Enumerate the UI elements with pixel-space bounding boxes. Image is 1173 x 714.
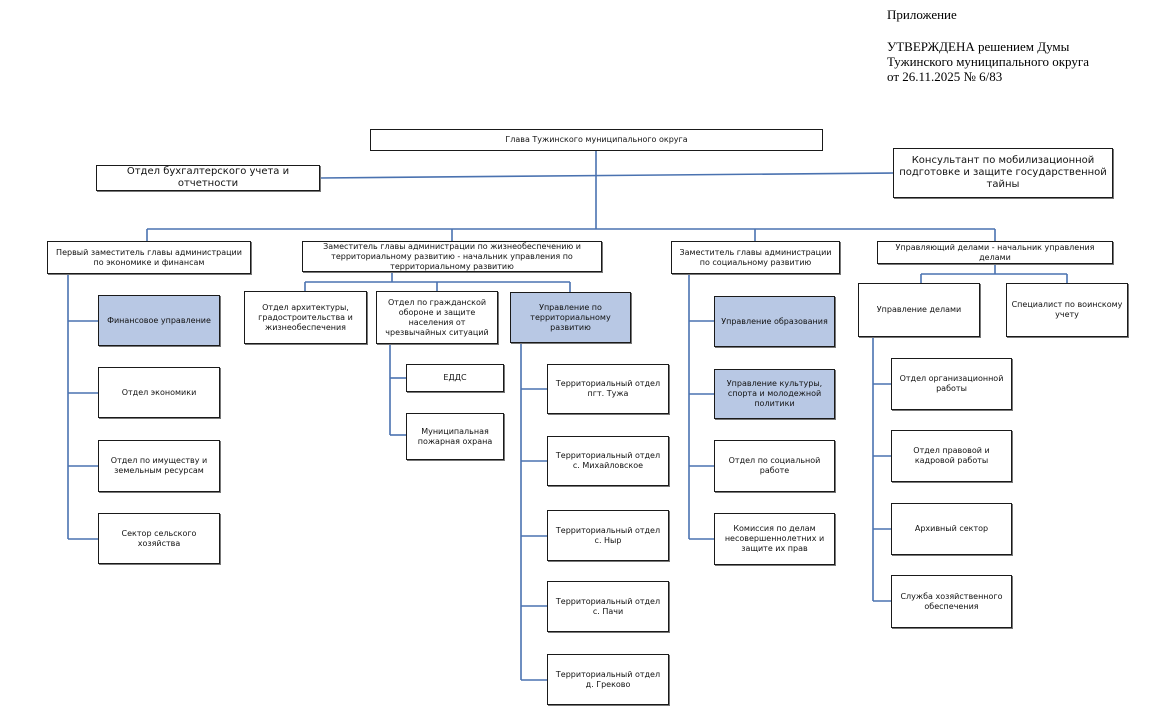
finance-department-box: Финансовое управление — [98, 295, 220, 346]
approval-line-1: УТВЕРЖДЕНА решением Думы — [887, 39, 1070, 54]
affairs-administration-box: Управление делами — [858, 283, 980, 337]
organizational-work-department-box: Отдел организационной работы — [891, 358, 1012, 410]
territorial-office-grekovo-box: Территориальный отдел д. Греково — [547, 654, 669, 705]
architecture-department-box: Отдел архитектуры, градостроительства и … — [244, 291, 367, 344]
civil-defense-department-box: Отдел по гражданской обороне и защите на… — [376, 291, 498, 344]
head-box: Глава Тужинского муниципального округа — [370, 129, 823, 151]
territorial-office-mikhaylovskoe-box: Территориальный отдел с. Михайловское — [547, 436, 669, 486]
dep1-head-box: Первый заместитель главы администрации п… — [47, 241, 251, 274]
legal-hr-department-box: Отдел правовой и кадровой работы — [891, 430, 1012, 482]
social-work-department-box: Отдел по социальной работе — [714, 440, 835, 492]
economy-department-box: Отдел экономики — [98, 367, 220, 418]
territorial-office-pachi-box: Территориальный отдел с. Пачи — [547, 581, 669, 632]
archive-sector-box: Архивный сектор — [891, 503, 1012, 555]
appendix-label: Приложение — [887, 7, 957, 22]
territorial-office-tuzha-box: Территориальный отдел пгт. Тужа — [547, 364, 669, 414]
dep4-head-box: Управляющий делами - начальник управлени… — [877, 241, 1113, 264]
agriculture-sector-box: Сектор сельского хозяйства — [98, 513, 220, 564]
culture-department-box: Управление культуры, спорта и молодежной… — [714, 369, 835, 419]
military-registration-box: Специалист по воинскому учету — [1006, 283, 1128, 337]
dep2-head-box: Заместитель главы администрации по жизне… — [302, 241, 602, 272]
accounting-box: Отдел бухгалтерского учета и отчетности — [96, 165, 320, 191]
territorial-development-box: Управление по территориальному развитию — [510, 292, 631, 343]
edds-box: ЕДДС — [406, 364, 504, 392]
juvenile-commission-box: Комиссия по делам несовершеннолетних и з… — [714, 513, 835, 565]
territorial-office-nyr-box: Территориальный отдел с. Ныр — [547, 510, 669, 561]
education-department-box: Управление образования — [714, 296, 835, 347]
property-department-box: Отдел по имуществу и земельным ресурсам — [98, 440, 220, 492]
fire-service-box: Муниципальная пожарная охрана — [406, 413, 504, 460]
consultant-box: Консультант по мобилизационной подготовк… — [893, 148, 1113, 198]
maintenance-service-box: Служба хозяйственного обеспечения — [891, 575, 1012, 628]
approval-line-3: от 26.11.2025 № 6/83 — [887, 69, 1003, 84]
approval-line-2: Тужинского муниципального округа — [887, 54, 1089, 69]
dep3-head-box: Заместитель главы администрации по социа… — [671, 241, 840, 274]
